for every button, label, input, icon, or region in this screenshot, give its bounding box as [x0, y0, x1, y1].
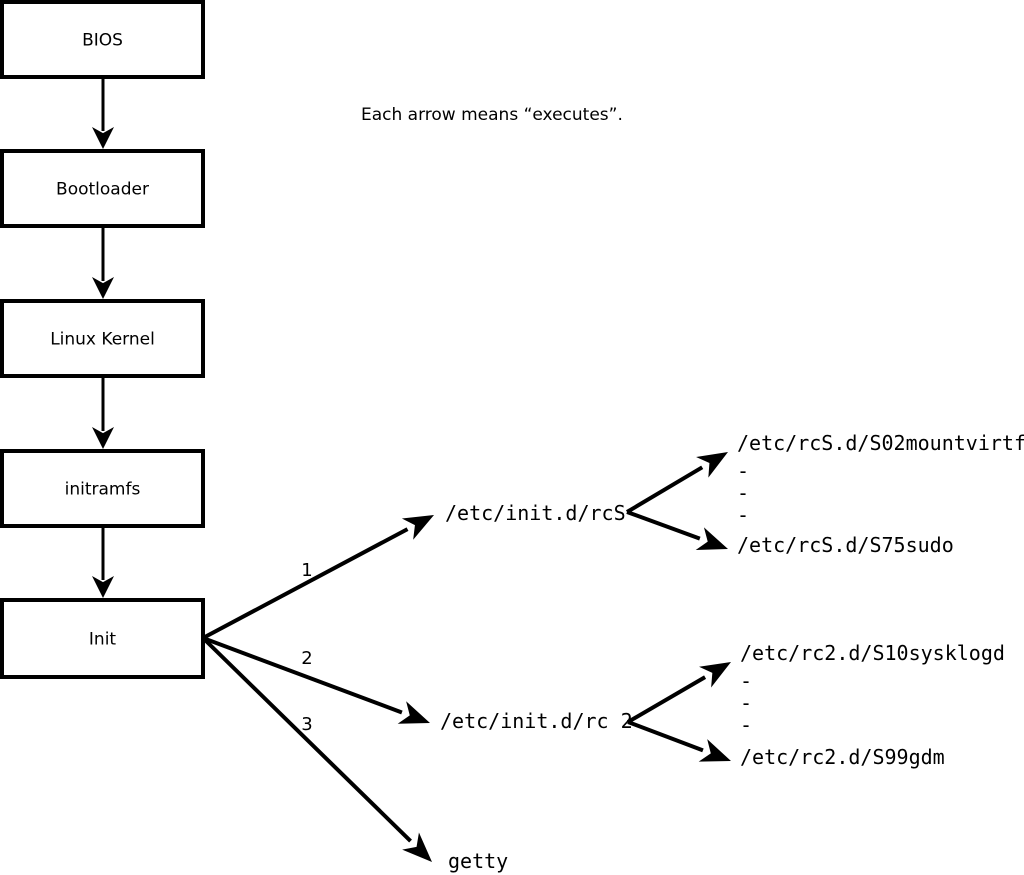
stage-box-label-kernel: Linux Kernel — [50, 330, 155, 350]
arrow-head-initramfs-to-init — [92, 576, 114, 598]
stage-box-rect-kernel — [0, 299, 205, 378]
arrow-head-rcs-scripts-first — [696, 452, 728, 478]
arrow-kernel-to-initramfs — [92, 376, 114, 449]
edge-number-3: 3 — [301, 714, 312, 735]
edge-init-edge-1: 1 — [202, 515, 434, 640]
stage-box-rect-bios — [0, 0, 205, 79]
edge-init-edge-2: 2 — [202, 636, 430, 724]
script-label-rc2-scripts-first: /etc/rc2.d/S10sysklogd — [740, 641, 1005, 665]
edge-number-2: 2 — [301, 648, 312, 669]
arrow-head-init-edge-3 — [402, 832, 432, 862]
vertical-arrow-group — [92, 77, 114, 598]
edge-line-init-edge-2 — [202, 636, 403, 715]
arrow-head-init-edge-1 — [401, 515, 434, 540]
arrow-bios-to-bootloader — [92, 77, 114, 149]
script-label-rcs-scripts-first: /etc/rcS.d/S02mountvirtfs — [737, 431, 1024, 455]
script-ellipsis-dash: - — [740, 713, 752, 737]
stage-box-bios[interactable]: BIOS — [0, 0, 205, 79]
stage-box-initramfs[interactable]: initramfs — [0, 449, 205, 528]
script-fan-rcs-scripts: /etc/rcS.d/S02mountvirtfs/etc/rcS.d/S75s… — [625, 431, 1024, 557]
target-getty: getty — [448, 849, 508, 873]
arrow-head-kernel-to-initramfs — [92, 427, 114, 449]
stage-box-rect-init — [0, 598, 205, 679]
diagram-note: Each arrow means “executes”. — [361, 105, 623, 125]
stage-box-bootloader[interactable]: Bootloader — [0, 149, 205, 228]
stage-box-label-init: Init — [89, 630, 117, 650]
target-rc2: /etc/init.d/rc 2 — [440, 709, 633, 733]
arrow-head-bios-to-bootloader — [92, 127, 114, 149]
script-ellipsis-dash: - — [737, 503, 749, 527]
script-group-container: /etc/rcS.d/S02mountvirtfs/etc/rcS.d/S75s… — [625, 431, 1024, 769]
script-edge-line-rcs-scripts-last — [626, 510, 701, 541]
stage-box-label-bootloader: Bootloader — [56, 180, 149, 200]
script-ellipsis-dash: - — [737, 459, 749, 483]
arrow-head-rc2-scripts-last — [698, 739, 731, 762]
script-label-rcs-scripts-last: /etc/rcS.d/S75sudo — [737, 533, 954, 557]
target-rcs: /etc/init.d/rcS — [445, 501, 626, 525]
stage-box-label-initramfs: initramfs — [65, 480, 141, 500]
script-edge-line-rcs-scripts-first — [625, 465, 704, 514]
edge-init-edge-3: 3 — [201, 636, 432, 862]
script-edge-line-rc2-scripts-first — [626, 675, 707, 724]
stage-box-init[interactable]: Init — [0, 598, 205, 679]
arrow-initramfs-to-init — [92, 526, 114, 598]
script-edge-line-rc2-scripts-last — [627, 720, 704, 753]
stage-box-kernel[interactable]: Linux Kernel — [0, 299, 205, 378]
script-ellipsis-dash: - — [740, 691, 752, 715]
arrow-head-bootloader-to-kernel — [92, 277, 114, 299]
stage-box-rect-initramfs — [0, 449, 205, 528]
script-ellipsis-dash: - — [737, 481, 749, 505]
edge-number-1: 1 — [301, 560, 312, 581]
arrow-head-rcs-scripts-last — [695, 527, 728, 550]
edge-line-init-edge-3 — [201, 636, 412, 843]
init-fanout-group: 1 2 3 — [201, 515, 434, 862]
script-ellipsis-dash: - — [740, 669, 752, 693]
script-fan-rc2-scripts: /etc/rc2.d/S10sysklogd/etc/rc2.d/S99gdm -… — [626, 641, 1005, 769]
script-label-rc2-scripts-last: /etc/rc2.d/S99gdm — [740, 745, 945, 769]
edge-line-init-edge-1 — [202, 527, 409, 640]
arrow-bootloader-to-kernel — [92, 226, 114, 299]
arrow-head-rc2-scripts-first — [699, 662, 731, 688]
arrow-head-init-edge-2 — [397, 701, 430, 724]
target-label-group: /etc/init.d/rcS/etc/init.d/rc 2 getty — [440, 501, 633, 873]
stage-box-label-bios: BIOS — [82, 31, 123, 51]
